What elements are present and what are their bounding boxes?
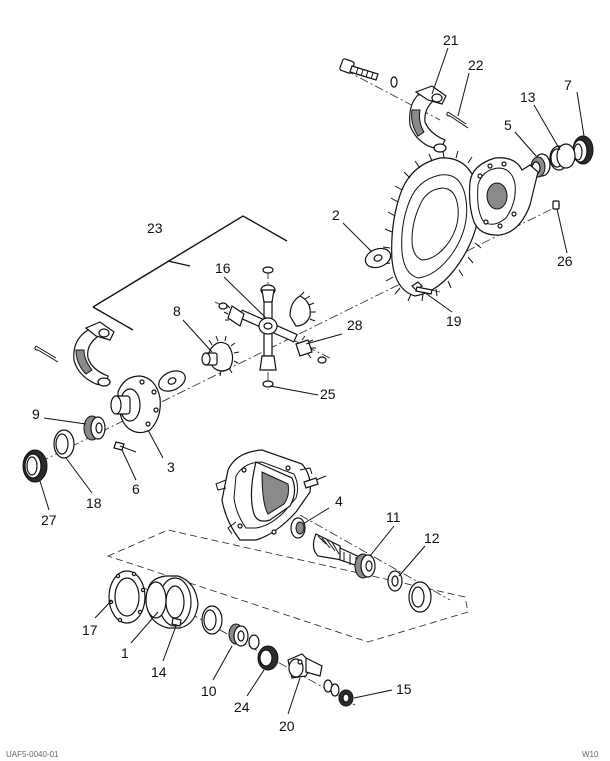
side-gear-8 (201, 335, 240, 377)
diff-case-half-right (468, 157, 539, 236)
callout-14: 14 (151, 664, 167, 680)
bearing-cup-18 (53, 429, 75, 459)
callout-13: 13 (520, 89, 536, 105)
nut-15 (338, 689, 354, 707)
callout-7: 7 (564, 77, 572, 93)
callout-9: 9 (32, 406, 40, 422)
bearing-10 (228, 623, 249, 647)
cotter-pin-left (34, 345, 59, 363)
carrier-housing (215, 449, 327, 541)
seal-24 (257, 645, 279, 671)
callout-8: 8 (173, 303, 181, 319)
callout-4: 4 (335, 493, 343, 509)
bolt-washer (390, 76, 398, 88)
callout-12: 12 (424, 530, 440, 546)
callout-15: 15 (396, 681, 412, 697)
bolt-6 (113, 441, 137, 453)
bolt-19 (411, 281, 433, 295)
callout-21: 21 (443, 32, 459, 48)
bearing-cup-cage (201, 605, 223, 635)
bolt-14 (171, 617, 182, 627)
bracket-23 (92, 215, 288, 331)
callout-11: 11 (386, 509, 401, 525)
callout-labels: 21 22 13 7 5 2 26 23 16 19 8 28 25 9 3 6… (32, 32, 573, 734)
bearing-cap-21 (409, 85, 447, 153)
callout-26: 26 (557, 253, 573, 269)
callout-19: 19 (446, 313, 462, 329)
yoke-20 (287, 653, 323, 679)
cotter-pin-22 (446, 111, 469, 129)
callout-2: 2 (332, 207, 340, 223)
bearing-4 (290, 517, 306, 539)
callout-20: 20 (279, 718, 295, 734)
callout-16: 16 (215, 260, 231, 276)
leader-lines (39, 47, 585, 715)
bearing-cup-7 (572, 135, 594, 165)
washer-yoke (323, 679, 340, 697)
cap-bolt (339, 58, 379, 81)
bearing-cap-left (73, 321, 115, 387)
bolt-26 (552, 200, 560, 210)
bearing-cone-11 (354, 553, 376, 579)
figure-code-right: W10 (582, 750, 599, 759)
bearing-cup-right (408, 581, 432, 613)
pinion-cage-1 (145, 575, 199, 629)
callout-17: 17 (82, 622, 98, 638)
figure-code: UAF5-0040-01 (6, 750, 59, 759)
callout-10: 10 (201, 683, 217, 699)
callout-1: 1 (121, 645, 129, 661)
ring-gear (382, 150, 491, 302)
callout-24: 24 (234, 699, 250, 715)
spacer-12 (387, 570, 403, 592)
callout-6: 6 (132, 481, 140, 497)
callout-27: 27 (41, 512, 57, 528)
callout-22: 22 (468, 57, 484, 73)
adjusting-ring-27 (22, 449, 48, 483)
spider-assembly (218, 266, 327, 388)
callout-5: 5 (504, 117, 512, 133)
callout-18: 18 (86, 495, 102, 511)
bearing-cone-9 (83, 415, 106, 441)
pinion-cage-group-outline (106, 529, 469, 643)
washer-cage (248, 634, 260, 650)
diff-case-half-3 (110, 375, 161, 434)
callout-23: 23 (147, 220, 163, 236)
bearing-cone-5 (530, 153, 551, 178)
callout-25: 25 (320, 386, 336, 402)
adjusting-ring-13 (549, 143, 576, 171)
shim-17 (108, 570, 146, 624)
callout-28: 28 (347, 317, 363, 333)
thrust-washer-left (158, 370, 186, 392)
callout-3: 3 (167, 459, 175, 475)
thrust-washer-2 (364, 247, 392, 269)
drive-pinion (312, 533, 367, 569)
